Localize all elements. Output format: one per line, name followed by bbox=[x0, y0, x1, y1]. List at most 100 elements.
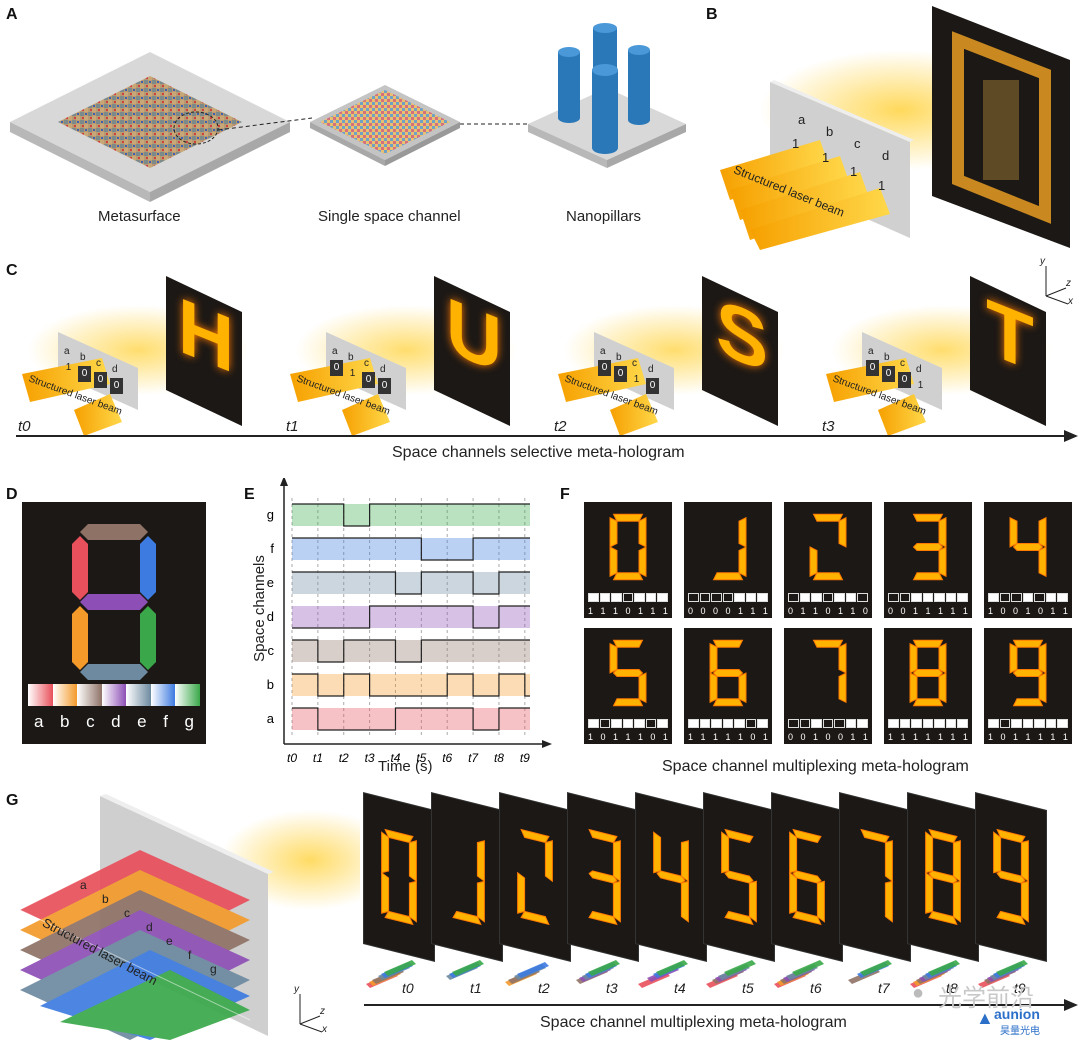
segment-e bbox=[520, 910, 550, 926]
segment-letter-g: g bbox=[184, 712, 194, 731]
panel-c-axes-widget: y z x bbox=[1036, 256, 1076, 307]
segment-d bbox=[1012, 543, 1044, 551]
e-wave-g bbox=[292, 503, 530, 527]
channel-a: a bbox=[798, 112, 806, 127]
segment-bottom bbox=[80, 664, 148, 680]
segment-d bbox=[588, 870, 618, 884]
g-hologram-9 bbox=[976, 793, 1046, 961]
segment-c bbox=[384, 828, 414, 844]
e-channel-label-a: a bbox=[267, 711, 275, 726]
segment-letter-b: b bbox=[60, 712, 70, 731]
segment-c bbox=[612, 513, 644, 522]
segment-c bbox=[612, 639, 644, 648]
frame-time-t0: t0 bbox=[18, 418, 31, 435]
g-axis-z: z bbox=[320, 1006, 325, 1017]
segment-g bbox=[738, 546, 747, 578]
segment-g bbox=[838, 672, 847, 704]
frame-bit-b: 0 bbox=[614, 366, 627, 382]
caption-single-space-channel: Single space channel bbox=[318, 208, 461, 225]
segment-b bbox=[709, 672, 718, 704]
panel-g-label: G bbox=[6, 792, 19, 809]
segment-b bbox=[809, 546, 818, 578]
e-channel-label-b: b bbox=[267, 677, 274, 692]
segment-f bbox=[544, 840, 553, 883]
panel-e-label: E bbox=[244, 486, 255, 503]
frame-bit-b: 1 bbox=[349, 368, 356, 379]
segment-e bbox=[912, 698, 944, 707]
g-time-t8: t8 bbox=[946, 980, 958, 996]
segment-g bbox=[938, 672, 947, 704]
frame-channel-c: c bbox=[632, 358, 637, 369]
panel-b-label: B bbox=[706, 6, 718, 23]
segment-e bbox=[588, 910, 618, 926]
channel-b: b bbox=[826, 124, 834, 139]
watermark-logo-sub: 昊量光电 bbox=[1000, 1026, 1040, 1037]
segment-f bbox=[1038, 642, 1047, 674]
panel-c-caption: Space channels selective meta-hologram bbox=[392, 444, 685, 461]
segment-e bbox=[612, 698, 644, 707]
frame-bit-b: 0 bbox=[78, 366, 91, 382]
frame-channel-c: c bbox=[96, 358, 101, 369]
segment-letter-c: c bbox=[86, 712, 95, 731]
segment-e bbox=[792, 910, 822, 926]
panel-d-seven-segment: a b c d e f g bbox=[22, 502, 206, 744]
e-wave-d bbox=[292, 605, 530, 629]
frame-channel-b: b bbox=[348, 352, 354, 363]
g-beam-icon-t6: t6 bbox=[772, 954, 838, 998]
segment-b bbox=[925, 871, 934, 914]
segment-letter-d: d bbox=[111, 712, 121, 731]
g-hologram-6 bbox=[772, 793, 842, 961]
panel-e-xlabel: Time (s) bbox=[378, 758, 433, 775]
g-beam-icon-t5: t5 bbox=[704, 954, 770, 998]
segment-e bbox=[1012, 698, 1044, 707]
frame-bit-a: 0 bbox=[598, 360, 611, 376]
segment-f bbox=[938, 516, 947, 548]
e-band-b bbox=[292, 674, 530, 696]
bit-a: 1 bbox=[792, 136, 800, 151]
frame-bit-c: 0 bbox=[898, 372, 911, 388]
frame-channel-d: d bbox=[112, 364, 118, 375]
e-time-t2: t2 bbox=[339, 751, 349, 765]
e-time-t6: t6 bbox=[442, 751, 452, 765]
digit-code-cells bbox=[988, 719, 1069, 728]
segment-e bbox=[384, 910, 414, 926]
segment-letter-f: f bbox=[163, 712, 168, 731]
segment-b bbox=[609, 546, 618, 578]
g-beam-icon-t0: t0 bbox=[364, 954, 430, 998]
segment-f bbox=[938, 642, 947, 674]
segment-g bbox=[476, 880, 485, 923]
digit-code-cells bbox=[788, 719, 869, 728]
segment-g bbox=[1038, 546, 1047, 578]
watermark-logo-icon: ▲ bbox=[976, 1008, 994, 1028]
e-band-a bbox=[292, 708, 530, 730]
panel-g-holograms bbox=[364, 793, 1074, 962]
g-hologram-2 bbox=[500, 793, 570, 961]
frame-channel-a: a bbox=[64, 346, 70, 357]
frame-channel-b: b bbox=[884, 352, 890, 363]
g-beam-icon-t8: t8 bbox=[908, 954, 974, 998]
segment-a bbox=[993, 831, 1002, 874]
e-channel-label-g: g bbox=[267, 507, 274, 522]
g-channel-d: d bbox=[146, 920, 153, 934]
digit-code-cells bbox=[688, 719, 769, 728]
g-beam-icon-t4: t4 bbox=[636, 954, 702, 998]
watermark-logo-text: aunion bbox=[994, 1006, 1040, 1022]
g-time-t7: t7 bbox=[878, 980, 890, 996]
segment-f bbox=[738, 516, 747, 548]
g-axis-x: x bbox=[322, 1024, 327, 1035]
segment-g bbox=[952, 880, 961, 923]
segment-c bbox=[792, 828, 822, 844]
g-time-t0: t0 bbox=[402, 980, 414, 996]
segment-c bbox=[724, 828, 754, 844]
frame-channel-a: a bbox=[600, 346, 606, 357]
axis-y: y bbox=[1040, 256, 1045, 267]
segment-e bbox=[912, 572, 944, 581]
segment-a bbox=[925, 831, 934, 874]
